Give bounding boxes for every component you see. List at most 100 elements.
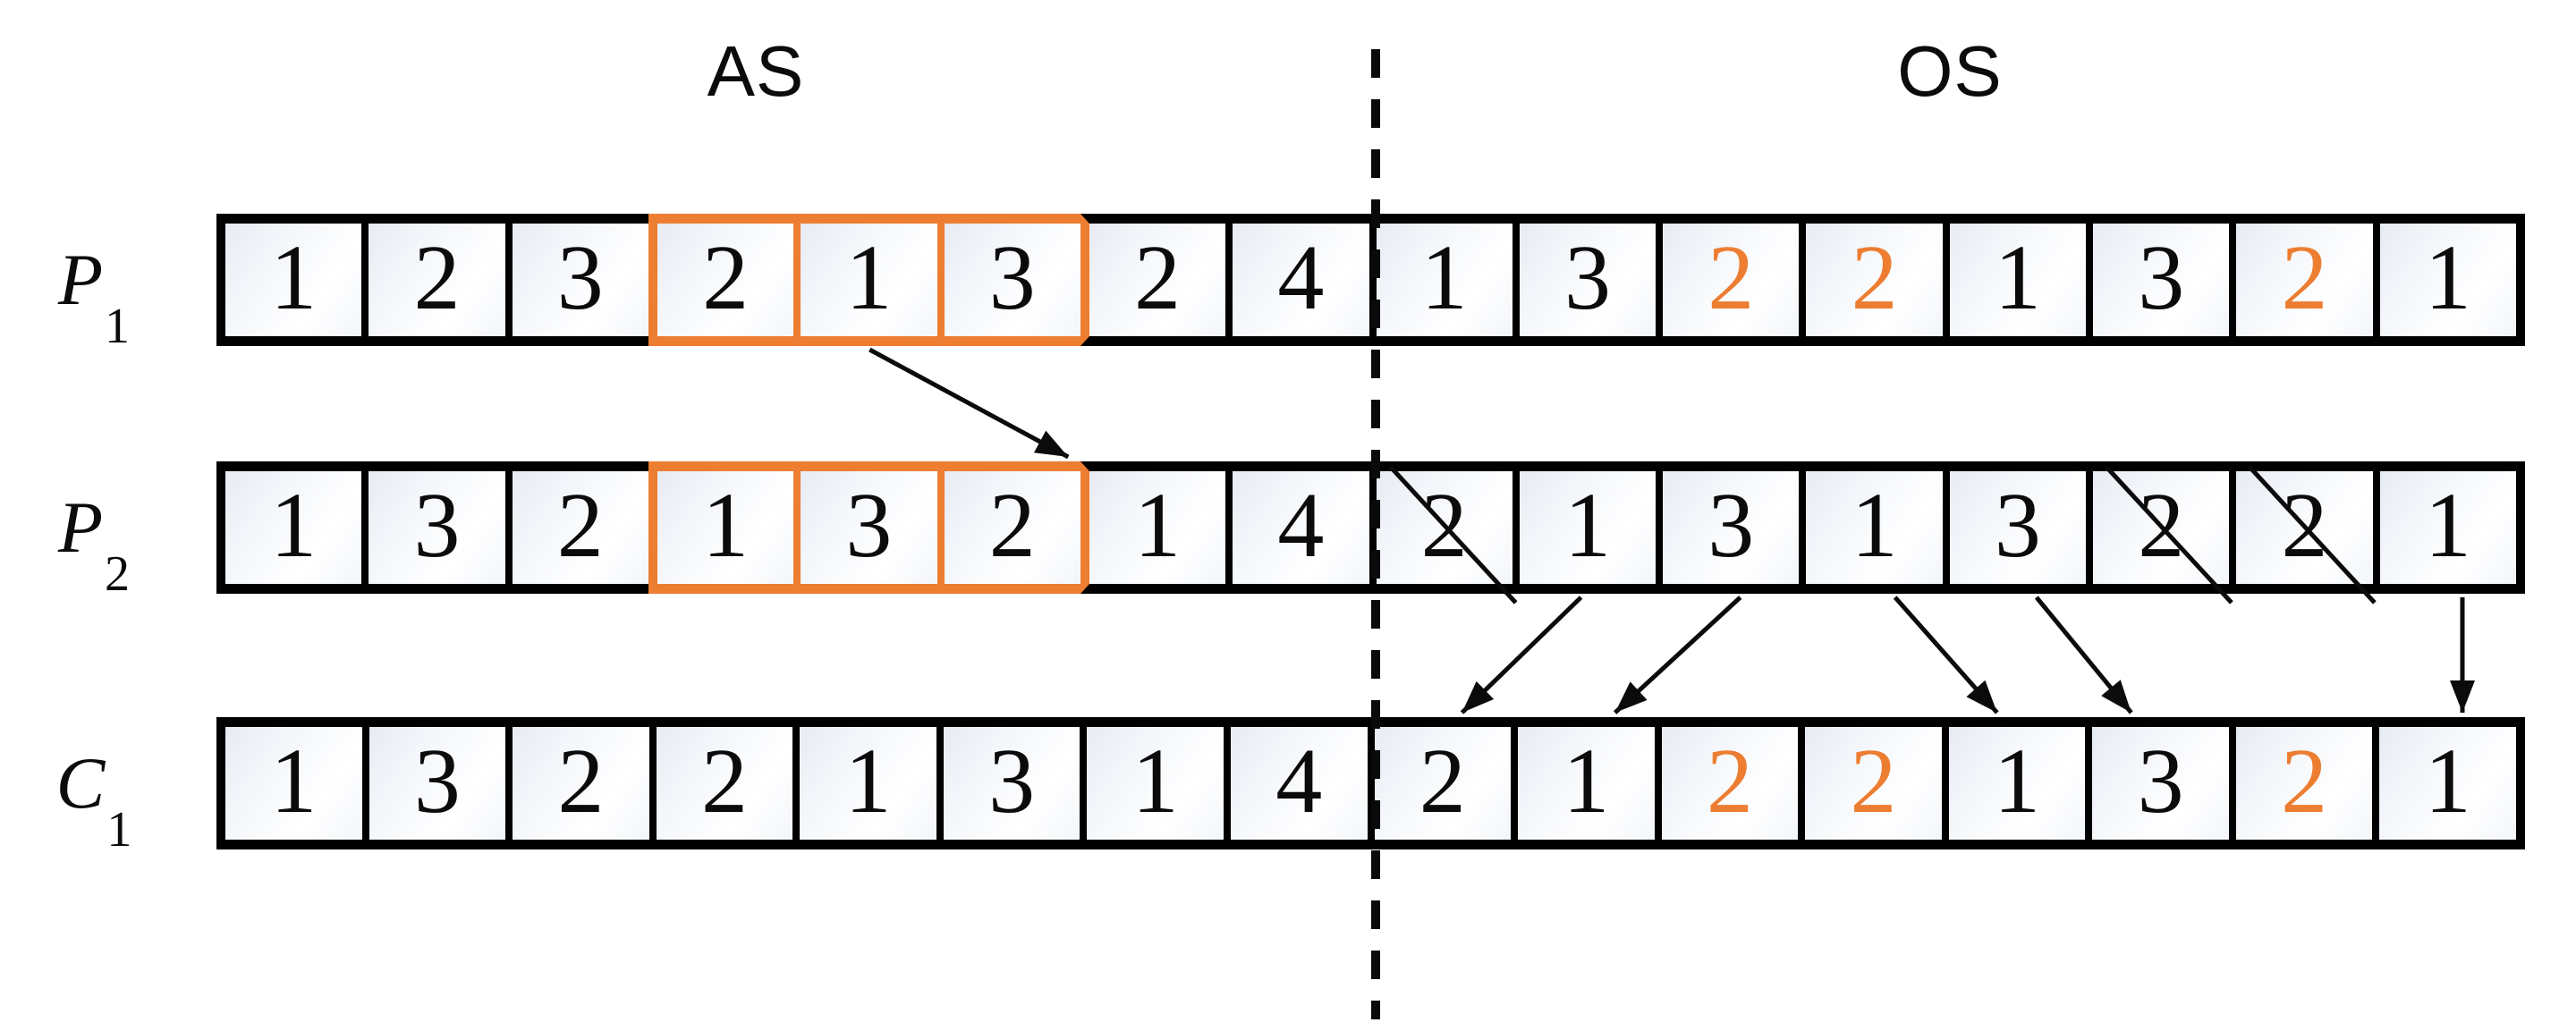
gene-value: 2 [2281,730,2328,832]
row-label-subscript: 1 [106,802,132,858]
gene-cell: 3 [936,717,1080,849]
row-label-subscript: 1 [105,299,131,354]
gene-cell: 2 [1654,717,1799,849]
gene-cell: 2 [2228,717,2373,849]
gene-value: 1 [702,474,750,577]
gene-cell: 2 [648,717,793,849]
gene-cell: 3 [2085,717,2229,849]
gene-cell: 3 [1656,461,1800,594]
gene-value: 1 [1994,730,2041,832]
gene-value: 4 [1275,730,1323,832]
gene-cell: 1 [793,214,937,346]
gene-cell: 1 [2372,461,2525,594]
row-label-letter: C [55,742,106,824]
gene-value: 1 [2424,730,2471,832]
gene-value: 1 [2424,474,2471,577]
gene-cell: 2 [504,461,648,594]
gene-value: 2 [2138,474,2185,577]
gene-cell: 2 [1080,214,1226,346]
gene-cell: 1 [792,717,936,849]
gene-cell: 2 [361,214,505,346]
gene-value: 4 [1277,226,1325,329]
gene-value: 1 [844,730,892,832]
gene-value: 1 [1134,474,1182,577]
gene-value: 2 [988,474,1036,577]
gene-value: 4 [1277,474,1325,577]
gene-cell: 3 [1512,214,1657,346]
gene-cell: 1 [1512,461,1657,594]
gene-cell: 3 [2086,214,2230,346]
gene-cell: 2 [2229,214,2373,346]
gene-cell: 1 [648,461,794,594]
gene-value: 1 [845,226,893,329]
gene-value: 3 [845,474,893,577]
gene-cell: 1 [2372,214,2525,346]
gene-value: 2 [557,730,605,832]
gene-value: 1 [270,474,318,577]
gene-cell: 3 [936,214,1080,346]
gene-value: 3 [556,226,604,329]
gene-value: 3 [2137,730,2184,832]
gene-cell: 2 [1656,214,1800,346]
gene-cell: 3 [361,461,505,594]
gene-value: 2 [1707,226,1755,329]
gene-cell: 1 [1511,717,1655,849]
gene-cell: 1 [1799,461,1943,594]
gene-value: 3 [1563,226,1611,329]
gene-value: 2 [700,730,748,832]
gene-cell: 1 [216,214,362,346]
gene-value: 1 [1420,226,1468,329]
gene-value: 2 [556,474,604,577]
gene-cell: 2 [1799,214,1943,346]
gene-cell: 2 [936,461,1080,594]
gene-copy-arrow [1460,596,1583,714]
gene-cell: 1 [1080,717,1224,849]
gene-cell: 2 [1798,717,1942,849]
gene-value: 1 [270,730,318,832]
gene-value: 3 [1994,474,2041,577]
gene-value: 2 [1850,730,1897,832]
gene-value: 1 [1563,474,1611,577]
gene-value: 3 [988,730,1036,832]
gene-value: 3 [2138,226,2185,329]
gene-value: 2 [1420,474,1468,577]
gene-value: 2 [1851,226,1898,329]
row-label-subscript: 2 [105,546,131,602]
row-label-letter: P [57,486,104,568]
row-label-letter: P [57,239,104,320]
gene-value: 2 [702,226,750,329]
gene-value: 3 [413,730,461,832]
gene-cell: 1 [1942,214,2087,346]
gene-value: 2 [1419,730,1466,832]
gene-cell: 3 [361,717,506,849]
gene-copy-arrow [1613,596,1742,714]
gene-cell: 2 [1367,717,1512,849]
gene-cell: 3 [793,461,937,594]
gene-value: 1 [1851,474,1898,577]
gene-cell: 1 [2372,717,2525,849]
section-label-os: OS [1897,31,2003,111]
section-label-as: AS [707,31,805,111]
gene-value: 3 [988,226,1036,329]
gene-value: 2 [413,226,461,329]
gene-cell: 3 [504,214,648,346]
gene-value: 2 [2281,226,2328,329]
gene-value: 1 [270,226,318,329]
gene-cell: 2 [2229,461,2373,594]
gene-cell: 2 [648,214,794,346]
gene-cell: 1 [1080,461,1226,594]
gene-cell: 4 [1225,461,1369,594]
gene-value: 2 [1134,226,1182,329]
gene-cell: 4 [1225,214,1369,346]
gene-cell: 2 [505,717,649,849]
gene-value: 1 [1994,226,2041,329]
gene-cell: 1 [1368,214,1513,346]
